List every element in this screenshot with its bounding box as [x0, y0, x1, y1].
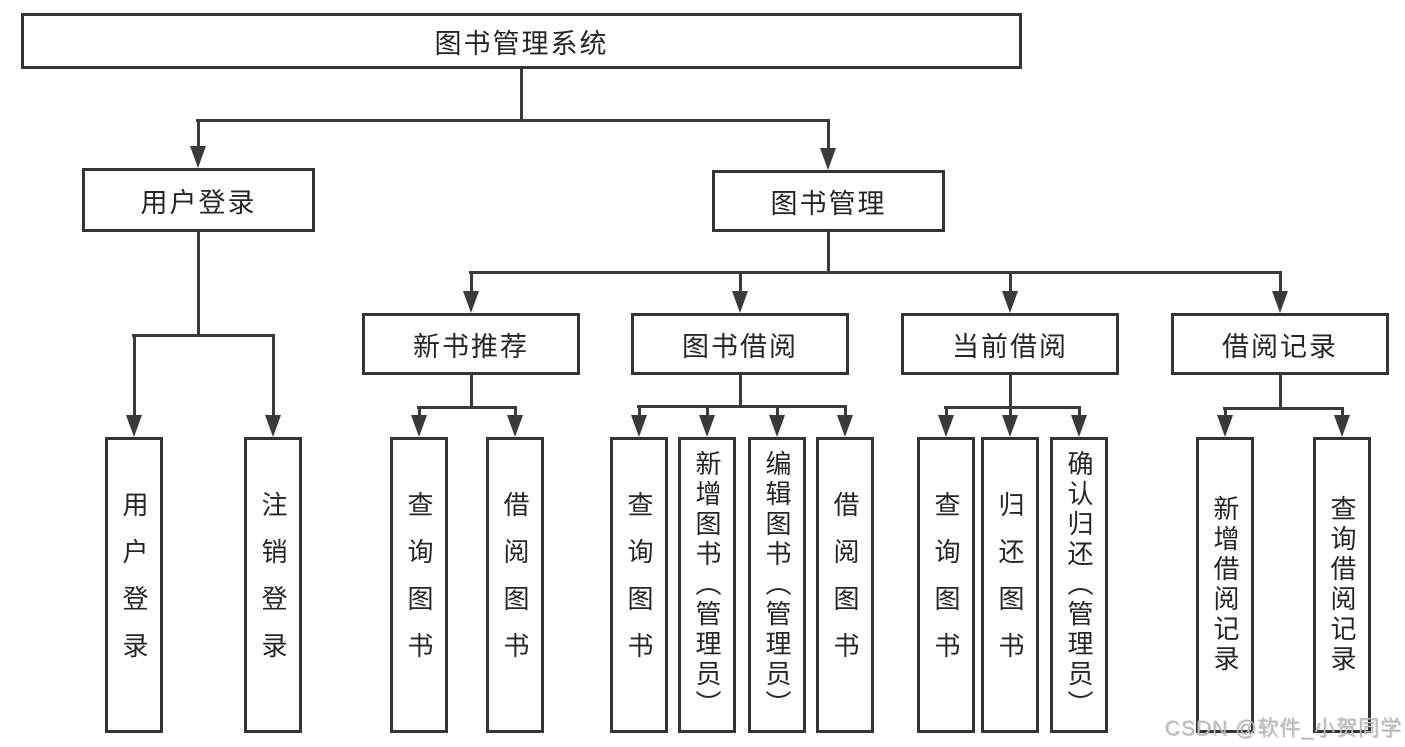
leaf-user-login: 用户登录: [105, 437, 163, 733]
node-label: 新书推荐: [413, 331, 529, 362]
node-label: 归还图书: [995, 491, 1025, 679]
arrowhead-down-icon: [463, 291, 479, 313]
connector-line: [1341, 407, 1344, 417]
connector-line: [469, 271, 1281, 274]
arrowhead-down-icon: [1217, 415, 1233, 437]
node-label: 借阅图书: [830, 491, 860, 679]
arrowhead-down-icon: [732, 291, 748, 313]
connector-line: [418, 406, 421, 417]
connector-line: [1009, 406, 1012, 417]
node-book-management: 图书管理: [712, 170, 945, 232]
node-new-book-recommend: 新书推荐: [362, 313, 580, 375]
connector-line: [739, 271, 742, 293]
arrowhead-down-icon: [1071, 415, 1087, 437]
node-label: 查询图书: [404, 491, 434, 679]
arrowhead-down-icon: [190, 146, 206, 168]
leaf-query-books-borrowing: 查询图书: [610, 437, 668, 733]
node-library-management-system: 图书管理系统: [21, 13, 1022, 69]
node-label: 当前借阅: [952, 331, 1068, 362]
node-label: 编辑图书（管理员）: [762, 450, 792, 720]
arrowhead-down-icon: [1272, 291, 1288, 313]
node-label: 注销登录: [258, 491, 288, 679]
arrowhead-down-icon: [265, 415, 281, 437]
connector-line: [945, 406, 948, 417]
connector-line: [1279, 374, 1282, 409]
leaf-add-borrow-record: 新增借阅记录: [1196, 437, 1254, 733]
connector-line: [827, 231, 830, 273]
node-label: 图书借阅: [682, 331, 798, 362]
arrowhead-down-icon: [507, 415, 523, 437]
node-label: 借阅记录: [1222, 331, 1338, 362]
arrowhead-down-icon: [631, 415, 647, 437]
arrowhead-down-icon: [411, 415, 427, 437]
leaf-borrow-books-recommend: 借阅图书: [486, 437, 544, 733]
connector-line: [1223, 407, 1344, 410]
connector-line: [844, 405, 847, 417]
connector-line: [197, 119, 200, 148]
connector-line: [827, 119, 830, 150]
leaf-add-book-admin: 新增图书（管理员）: [678, 437, 736, 733]
arrowhead-down-icon: [126, 415, 142, 437]
connector-line: [1279, 271, 1282, 293]
node-label: 确认归还（管理员）: [1064, 450, 1094, 720]
leaf-borrow-books-borrowing: 借阅图书: [816, 437, 874, 733]
connector-line: [196, 119, 830, 122]
arrowhead-down-icon: [938, 415, 954, 437]
connector-line: [706, 405, 709, 417]
leaf-confirm-return-admin: 确认归还（管理员）: [1050, 437, 1108, 733]
node-label: 查询图书: [624, 491, 654, 679]
connector-line: [637, 405, 847, 408]
connector-line: [132, 334, 274, 337]
connector-line: [514, 406, 517, 417]
node-label: 查询借阅记录: [1327, 495, 1357, 675]
connector-line: [470, 271, 473, 293]
leaf-return-book: 归还图书: [981, 437, 1039, 733]
leaf-query-books-recommend: 查询图书: [390, 437, 448, 733]
node-label: 图书管理系统: [434, 28, 609, 59]
node-book-borrowing: 图书借阅: [631, 313, 849, 375]
node-borrowing-records: 借阅记录: [1171, 313, 1389, 375]
connector-line: [520, 69, 523, 121]
connector-line: [470, 374, 473, 408]
node-label: 新增借阅记录: [1210, 495, 1240, 675]
connector-line: [739, 374, 742, 407]
arrowhead-down-icon: [1334, 415, 1350, 437]
node-current-borrowing: 当前借阅: [901, 313, 1119, 375]
connector-line: [197, 231, 200, 335]
connector-line: [133, 334, 136, 417]
node-label: 用户登录: [119, 491, 149, 679]
leaf-edit-book-admin: 编辑图书（管理员）: [748, 437, 806, 733]
connector-line: [776, 405, 779, 417]
node-label: 新增图书（管理员）: [692, 450, 722, 720]
arrowhead-down-icon: [820, 148, 836, 170]
node-label: 用户登录: [140, 187, 257, 218]
node-label: 借阅图书: [500, 491, 530, 679]
connector-line: [1078, 406, 1081, 417]
leaf-query-books-current: 查询图书: [917, 437, 975, 733]
connector-line: [272, 334, 275, 417]
arrowhead-down-icon: [1002, 415, 1018, 437]
node-label: 图书管理: [770, 188, 887, 219]
connector-line: [944, 406, 1081, 409]
connector-line: [638, 405, 641, 417]
leaf-logout: 注销登录: [244, 437, 302, 733]
leaf-query-borrow-record: 查询借阅记录: [1313, 437, 1371, 733]
arrowhead-down-icon: [1002, 291, 1018, 313]
arrowhead-down-icon: [699, 415, 715, 437]
arrowhead-down-icon: [837, 415, 853, 437]
node-user-login: 用户登录: [82, 168, 315, 232]
csdn-watermark: CSDN @软件_小贺同学: [1164, 717, 1402, 740]
arrowhead-down-icon: [769, 415, 785, 437]
connector-line: [1009, 271, 1012, 293]
connector-line: [417, 406, 517, 409]
connector-line: [1224, 407, 1227, 417]
connector-line: [1009, 374, 1012, 408]
node-label: 查询图书: [931, 491, 961, 679]
